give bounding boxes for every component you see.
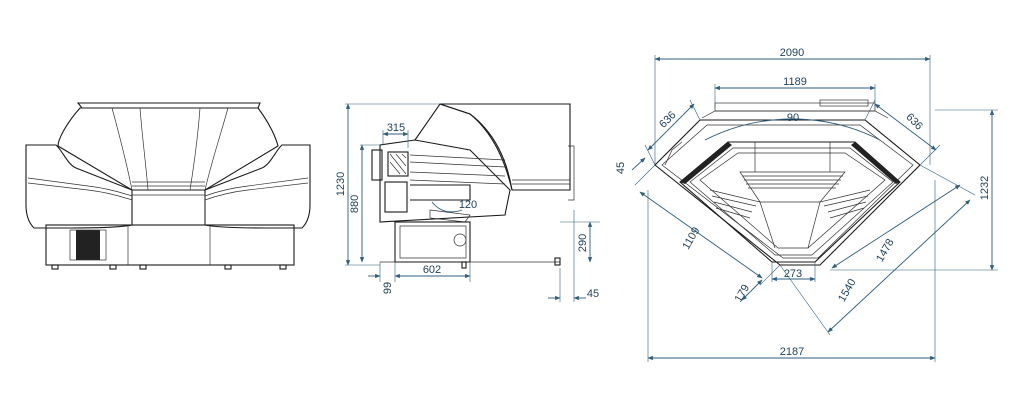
dim-plan-side-left: 636 (657, 109, 678, 130)
dim-plan-bottom-total: 2187 (780, 346, 804, 358)
side-view: 1230 880 315 120 602 99 290 45 (335, 103, 600, 302)
front-base (45, 224, 295, 266)
dim-side-height-inner: 880 (349, 195, 361, 213)
front-left-wing (25, 144, 133, 229)
dim-plan-width-total: 2090 (780, 47, 804, 59)
dim-plan-height-right: 1232 (979, 176, 991, 200)
side-body (379, 139, 511, 223)
dim-side-depth-top: 315 (387, 122, 405, 134)
plan-view: 90 2090 1189 636 636 45 1232 1109 (615, 47, 998, 362)
dim-plan-diag-right-outer: 1540 (836, 277, 859, 304)
front-right-wing (204, 144, 311, 229)
dim-side-plinth: 290 (577, 234, 589, 252)
front-vent-grille (76, 230, 100, 260)
front-view (25, 102, 311, 270)
dim-plan-diag-left: 1109 (680, 225, 702, 251)
dim-plan-corner-small: 179 (733, 283, 753, 305)
dim-side-foot: 45 (587, 288, 599, 300)
dim-plan-width-inner: 1189 (783, 76, 807, 88)
dim-side-depth-bottom: 602 (423, 264, 441, 276)
dim-side-offset-bottom: 99 (382, 282, 394, 294)
dim-plan-side-right: 636 (903, 111, 924, 132)
dim-plan-small-left: 45 (615, 162, 627, 174)
dim-side-angle: 120 (459, 199, 477, 211)
dim-plan-arc-top: 90 (787, 112, 799, 124)
side-base (394, 221, 471, 263)
front-lid (76, 102, 261, 109)
side-canopy (439, 103, 571, 191)
dim-side-height-total: 1230 (335, 172, 347, 196)
dim-plan-diag-right: 1478 (874, 237, 897, 264)
front-canopy (57, 107, 279, 191)
